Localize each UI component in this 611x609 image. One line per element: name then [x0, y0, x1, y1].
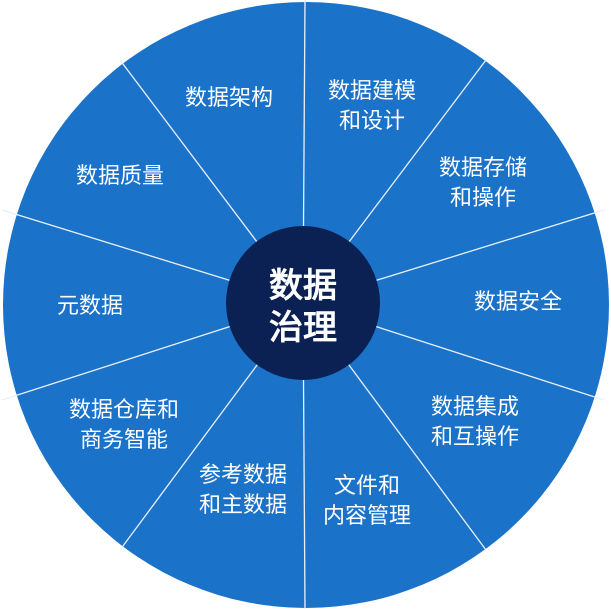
segment-1-label-line-1: 和操作 — [450, 186, 516, 211]
segment-7-label-line-0: 元数据 — [57, 294, 123, 319]
segment-2-label-line-0: 数据安全 — [474, 290, 562, 315]
segment-9-label-line-0: 数据架构 — [185, 86, 273, 111]
segment-1-label-line-0: 数据存储 — [439, 156, 527, 181]
segment-6-label-line-0: 数据仓库和 — [69, 398, 179, 423]
segment-5-label-line-1: 和主数据 — [199, 493, 287, 518]
center-title-line-1: 数据 — [269, 266, 337, 306]
segment-8-label-line-0: 数据质量 — [76, 164, 164, 189]
segment-3-label-line-1: 和互操作 — [431, 425, 519, 450]
segment-6-label-line-1: 商务智能 — [80, 428, 168, 453]
segment-0-label-line-1: 和设计 — [339, 109, 405, 134]
center-title-line-2: 治理 — [269, 308, 337, 348]
segment-3-label-line-0: 数据集成 — [431, 395, 519, 420]
segment-0-label-line-0: 数据建模 — [328, 79, 416, 104]
center-hub — [226, 226, 380, 380]
segment-5-label-line-0: 参考数据 — [199, 463, 287, 488]
segment-4-label-line-1: 内容管理 — [323, 504, 411, 529]
segment-4-label-line-0: 文件和 — [334, 474, 400, 499]
